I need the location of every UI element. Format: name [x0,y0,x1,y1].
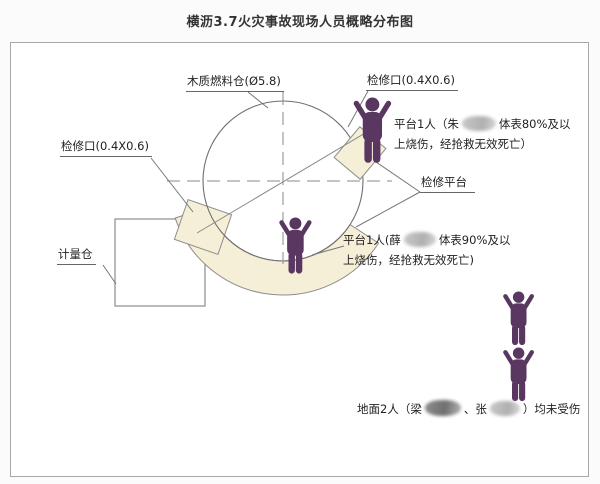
label-fuel-silo: 木质燃料仓(Ø5.8) [186,74,284,92]
redacted-name-blob [424,400,461,416]
redacted-name-blob [489,401,520,416]
note-text: 地面2人（梁 [357,402,422,416]
note-platform-top-victim: 平台1人（朱体表80%及以上烧伤，经抢救无效死亡） [394,115,580,154]
note-text: 平台1人（朱 [394,117,459,131]
label-metering-bin: 计量仓 [57,247,96,265]
note-platform-bottom-victim: 平台1人(薛体表90%及以上烧伤，经抢救无效死亡) [343,231,521,270]
label-manhole-top: 检修口(0.4X0.6) [366,73,458,91]
note-text: 体表90%及以上烧伤，经抢救无效死亡) [343,233,511,267]
person-icon-ground-1 [505,292,531,345]
redacted-name-blob [403,232,436,247]
label-service-platform: 检修平台 [420,175,475,193]
label-manhole-left: 检修口(0.4X0.6) [60,139,152,157]
note-text: 、张 [463,402,487,416]
note-ground-persons: 地面2人（梁 、张 ）均未受伤 [357,400,587,420]
manhole-left-patch [173,199,233,255]
note-text: 平台1人(薛 [343,233,401,247]
redacted-name-blob [461,116,496,131]
note-text: 体表80%及以上烧伤，经抢救无效死亡） [394,117,571,151]
person-icon-ground-2 [505,348,531,401]
page-title: 横沥3.7火灾事故现场人员概略分布图 [186,15,414,30]
centerline-diagonal [196,125,378,234]
note-text: ）均未受伤 [522,402,581,416]
